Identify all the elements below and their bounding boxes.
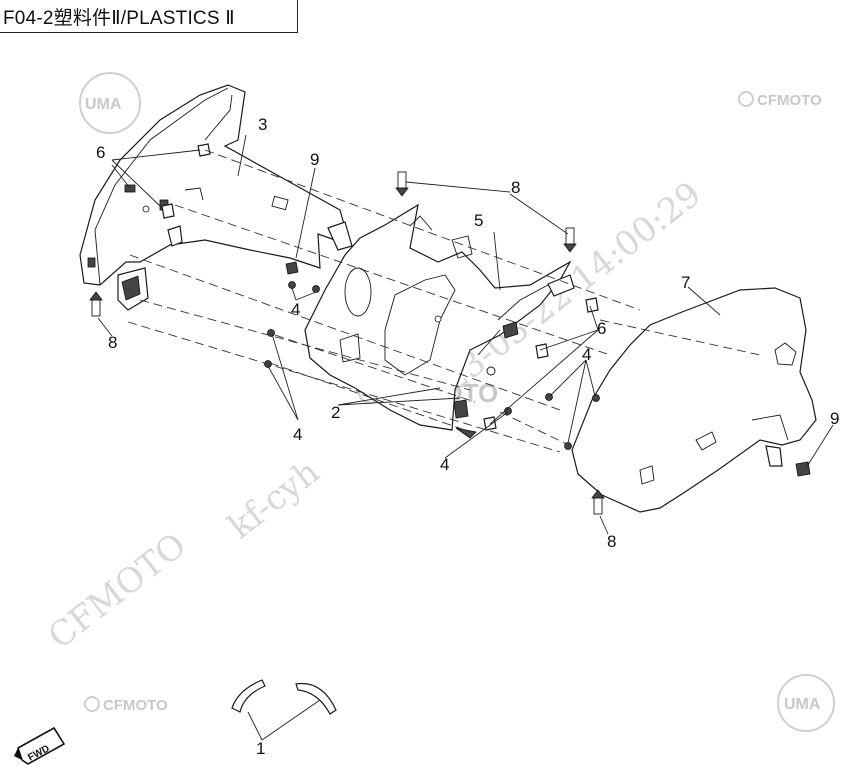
- callout-8-right: 8: [607, 532, 616, 551]
- uma-logo-top-left: UMA: [79, 72, 141, 134]
- uma-label: UMA: [85, 96, 122, 113]
- cfmoto-label-1: CFMOTO: [757, 92, 822, 109]
- fasteners: [89, 143, 811, 515]
- watermark-cfmoto-diagonal: CFMOTO: [41, 525, 194, 657]
- callout-4-center: 4: [440, 455, 449, 474]
- callout-5: 5: [474, 211, 483, 230]
- watermark-user: kf-cyh: [221, 452, 327, 547]
- callout-9-right: 9: [830, 409, 839, 428]
- leader-lines: [97, 134, 834, 741]
- part-7-right-panel: [571, 287, 817, 513]
- part-2-inner-panel: [304, 203, 575, 439]
- title-box: F04-2塑料件Ⅱ/PLASTICS Ⅱ: [0, 0, 298, 33]
- cfmoto-logo-top-right: CFMOTO: [738, 91, 822, 109]
- uma-label-2: UMA: [784, 696, 821, 713]
- callout-8-top: 8: [511, 178, 520, 197]
- callout-4-lower: 4: [293, 425, 302, 444]
- uma-logo-bottom-right: UMA: [777, 674, 835, 732]
- callout-4-upper: 4: [291, 300, 300, 319]
- callout-3: 3: [258, 115, 267, 134]
- callout-4-right: 4: [582, 345, 591, 364]
- callout-7: 7: [681, 273, 690, 292]
- callouts: 3 6 9 8 5 7 4 6 8 4 2 9 4 4 8 1: [96, 115, 839, 758]
- callout-8-left: 8: [108, 333, 117, 352]
- cfmoto-logo-bottom-left: CFMOTO: [84, 696, 168, 714]
- callout-2: 2: [331, 403, 340, 422]
- assembly-lines: [127, 149, 761, 453]
- part-1-trim-strips: [231, 679, 337, 715]
- fwd-arrow: FWD: [14, 726, 66, 765]
- callout-9-left: 9: [310, 150, 319, 169]
- callout-6-left: 6: [96, 143, 105, 162]
- page-title: F04-2塑料件Ⅱ/PLASTICS Ⅱ: [3, 8, 235, 29]
- cfmoto-label-2: CFMOTO: [103, 697, 168, 714]
- part-3-left-panel: [79, 84, 353, 311]
- callout-1: 1: [256, 739, 265, 758]
- callout-6-right: 6: [597, 319, 606, 338]
